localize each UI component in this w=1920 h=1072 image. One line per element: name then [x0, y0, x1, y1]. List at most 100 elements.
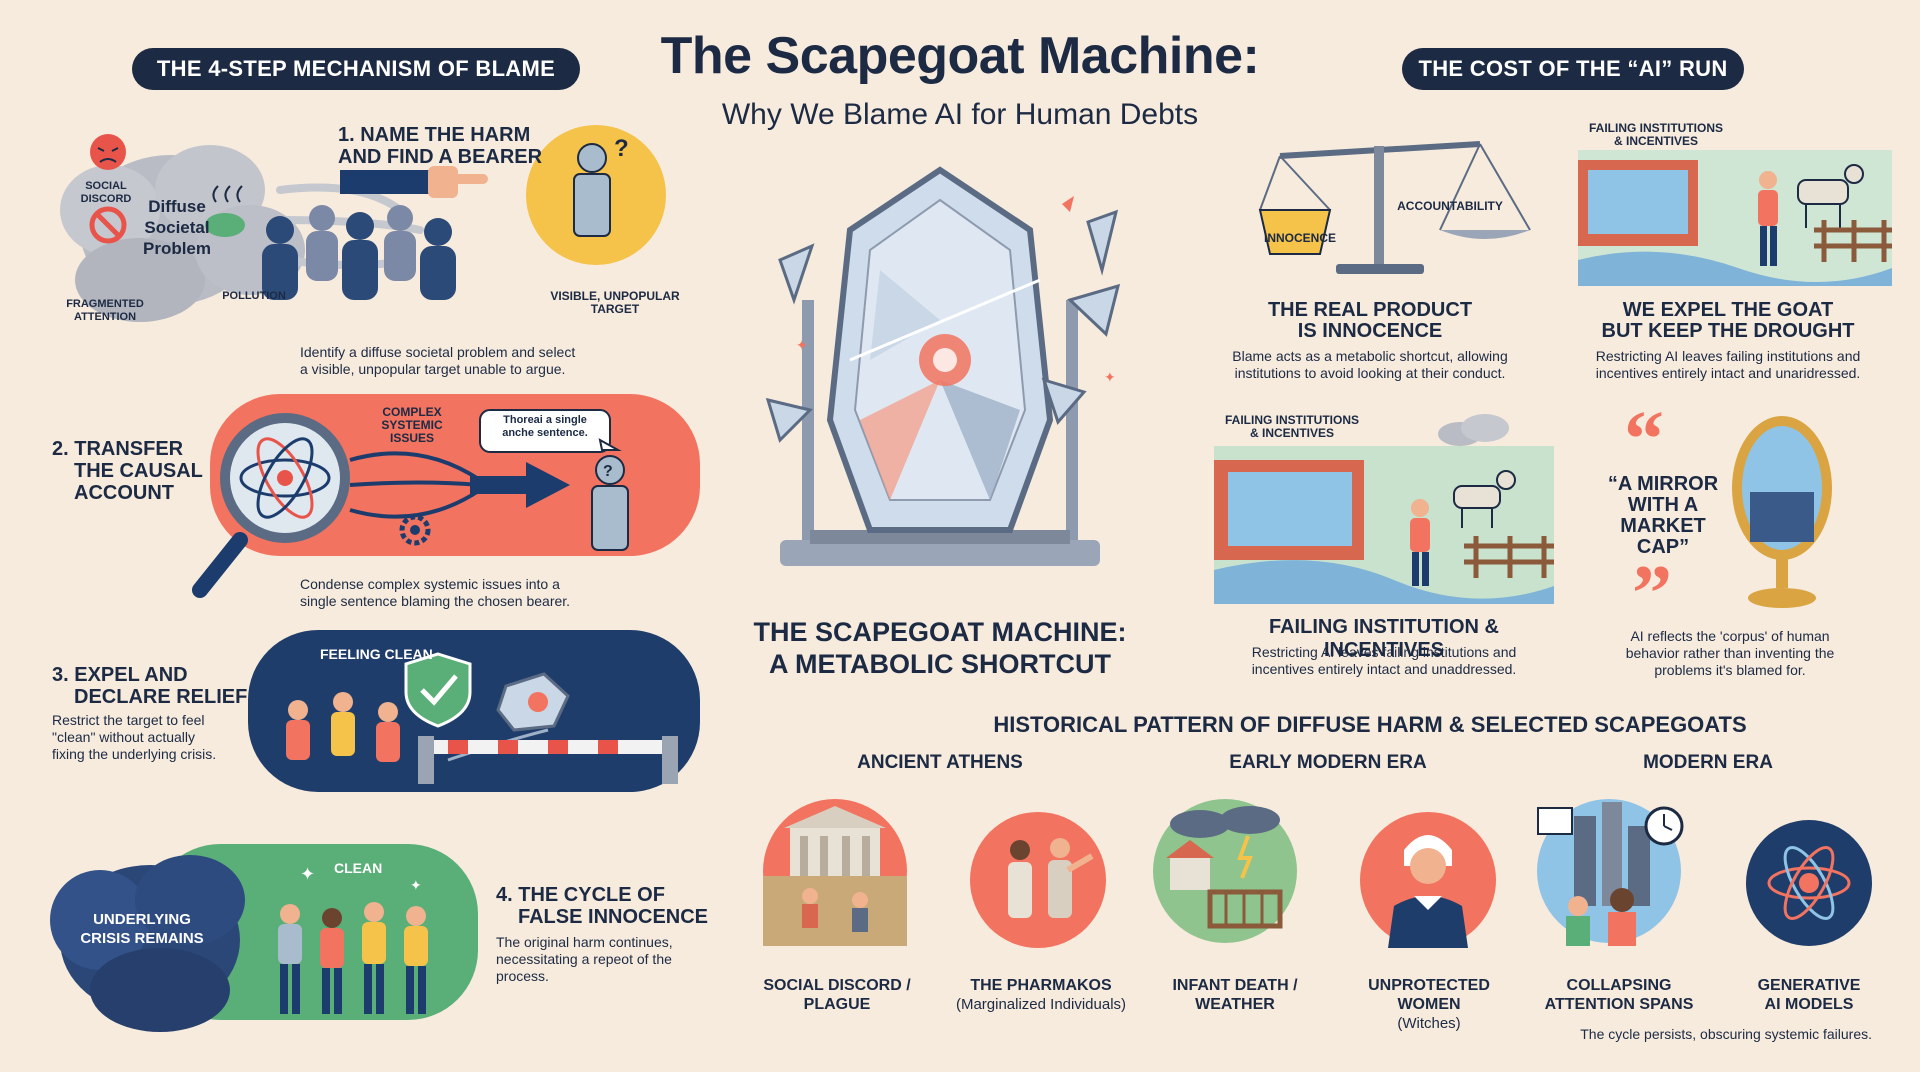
history-item-infant-death: INFANT DEATH /WEATHER — [1172, 977, 1298, 1013]
mirror-stand — [780, 300, 1100, 566]
page-title: The Scapegoat Machine: — [660, 27, 1260, 85]
balance-scale-icon — [1258, 141, 1531, 274]
step3-illustration — [286, 652, 678, 784]
era-early-modern: EARLY MODERN ERA — [1229, 752, 1427, 773]
shield-check-icon — [404, 652, 472, 728]
step2-illustration: ? — [192, 409, 629, 598]
innocence-label: INNOCENCE — [1263, 231, 1336, 245]
no-sign-icon — [89, 206, 127, 244]
question-mark-icon: ? — [603, 463, 613, 480]
scale-illustration — [1258, 141, 1531, 274]
river-icon — [1578, 251, 1892, 286]
cost-pill: THE COST OF THE “AI” RUN — [1402, 48, 1744, 90]
sparkle-icon: ✦ — [1104, 369, 1116, 385]
history-circle-ai — [1746, 820, 1872, 946]
barrier-icon — [418, 736, 678, 784]
failing-description: Restricting AI leaves failing institutio… — [1251, 644, 1517, 677]
step4-illustration: ✦ ✦ — [50, 855, 428, 1032]
history-circle-witches — [1360, 812, 1496, 948]
bubble-icon — [479, 409, 622, 453]
step1-illustration: ? — [60, 125, 666, 322]
crowd-silhouettes — [262, 205, 456, 300]
failing-mid-label: FAILING INSTITUTIONS& INCENTIVES — [1225, 413, 1359, 440]
step3-band — [248, 630, 700, 792]
shard-red-icon — [1062, 196, 1074, 212]
era-ancient-athens: ANCIENT ATHENS — [857, 752, 1023, 773]
history-heading: HISTORICAL PATTERN OF DIFFUSE HARM & SEL… — [993, 712, 1747, 737]
real-product-description: Blame acts as a metabolic shortcut, allo… — [1232, 348, 1508, 381]
person-pushing-icon — [1758, 171, 1778, 266]
accountability-label: ACCOUNTABILITY — [1397, 199, 1503, 213]
quote-open-icon: “ — [1624, 396, 1664, 484]
cloud-small-icon — [1438, 414, 1509, 446]
history-circle-infant-death — [1153, 799, 1297, 943]
magnifier-icon — [192, 413, 350, 598]
step4-description: The original harm continues,necessitatin… — [496, 934, 673, 984]
clean-label: CLEAN — [334, 860, 383, 876]
mechanism-pill: THE 4-STEP MECHANISM OF BLAME — [132, 48, 580, 90]
expel-goat-description: Restricting AI leaves failing institutio… — [1595, 348, 1861, 381]
step3-description: Restrict the target to feel"clean" witho… — [52, 712, 217, 762]
angry-face-icon — [90, 134, 126, 170]
step1-description: Identify a diffuse societal problem and … — [300, 344, 576, 377]
crisis-cloud-icon — [50, 855, 245, 1032]
river-icon — [1214, 560, 1554, 604]
quote-close-icon: ” — [1632, 550, 1672, 638]
person-pushing-icon — [1410, 499, 1430, 586]
pointing-hand-icon — [340, 166, 488, 198]
sparkle-icon: ✦ — [300, 864, 315, 884]
history-circle-pharmakos — [970, 812, 1106, 948]
crystal-mirror-icon — [826, 166, 1054, 533]
crowd-cheering — [286, 692, 400, 762]
failing-top-label: FAILING INSTITUTIONS& INCENTIVES — [1589, 121, 1723, 148]
arrow-right-icon — [470, 462, 570, 508]
hand-mirror-illustration — [1732, 416, 1832, 608]
era-modern: MODERN ERA — [1643, 752, 1773, 773]
history-footer: The cycle persists, obscuring systemic f… — [1580, 1026, 1872, 1042]
bearer-person-icon — [591, 455, 629, 551]
fence-icon — [1464, 536, 1554, 578]
fence-icon — [1814, 220, 1892, 262]
sparkle-icon: ✦ — [410, 877, 422, 893]
center-caption: THE SCAPEGOAT MACHINE:A METABOLIC SHORTC… — [753, 617, 1127, 679]
page-subtitle: Why We Blame AI for Human Debts — [721, 98, 1199, 131]
history-circle-plague — [763, 799, 907, 946]
question-mark-icon: ? — [614, 135, 629, 162]
history-item-plague: SOCIAL DISCORD /PLAGUE — [763, 977, 911, 1013]
dam-goat-illustration-top — [1578, 150, 1892, 286]
gear-icon — [399, 514, 431, 546]
pollution-label: POLLUTION — [222, 290, 286, 302]
atom-icon — [1767, 846, 1851, 920]
ai-crystal-icon — [496, 672, 570, 732]
goat-icon — [1797, 164, 1864, 228]
history-circle-attention — [1537, 799, 1684, 946]
hand-mirror-icon — [1732, 416, 1832, 608]
scapegoat-mirror-illustration: ✦ ✦ — [765, 166, 1121, 566]
goat-icon — [1453, 470, 1516, 528]
dam-goat-illustration-mid — [1214, 446, 1554, 604]
history-item-pharmakos: THE PHARMAKOS(Marginalized Individuals) — [955, 977, 1127, 1013]
feeling-clean-label: FEELING CLEAN — [320, 646, 433, 662]
shard-icons — [765, 209, 1121, 443]
failing-caption: FAILING INSTITUTION & INCENTIVES — [1269, 616, 1499, 661]
pollution-icon — [205, 185, 245, 237]
